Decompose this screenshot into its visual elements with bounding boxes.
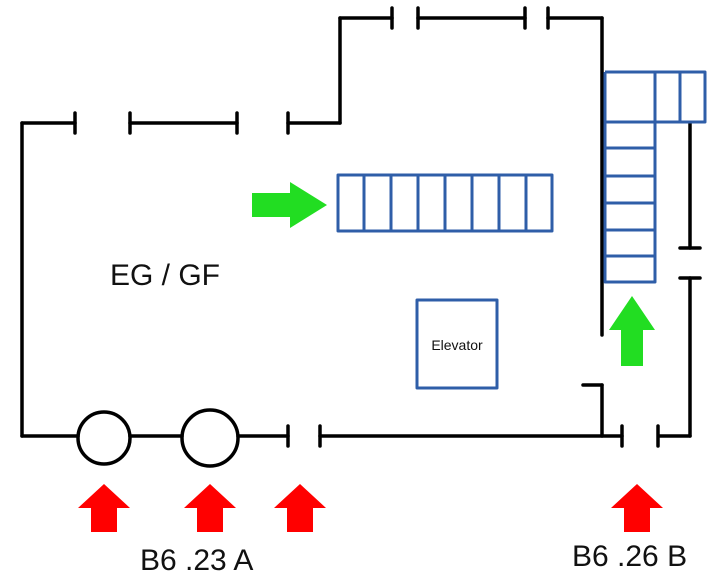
elevator-box [415, 298, 499, 390]
entrance-label-right: B6 .26 B [572, 540, 687, 573]
revolving-door [180, 408, 240, 468]
revolving-door [76, 410, 132, 466]
elevator-label: Elevator [431, 337, 483, 353]
entrance-arrow-icon [184, 484, 236, 532]
arrow-right-icon [252, 182, 327, 228]
walls [20, 6, 702, 448]
arrow-up-icon [609, 296, 655, 366]
entrance-arrow-icon [611, 484, 663, 532]
floor-label: EG / GF [110, 259, 220, 292]
entrance-arrow-icon [274, 484, 326, 532]
staircase-vertical [603, 70, 707, 284]
staircase-horizontal [336, 173, 554, 233]
entrance-arrow-icon [78, 484, 130, 532]
entrance-label-left: B6 .23 A [140, 544, 253, 575]
